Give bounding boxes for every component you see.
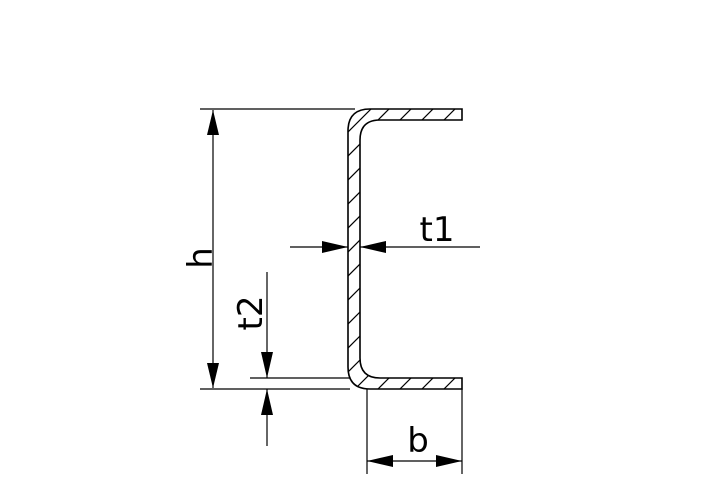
label-h: h (181, 247, 221, 269)
dimension-t2: t2 (231, 272, 350, 446)
channel-section-outline (347, 108, 463, 390)
label-t2: t2 (231, 296, 271, 331)
dimension-h: h (181, 110, 221, 388)
label-b: b (407, 421, 429, 461)
dimension-b: b (366, 389, 463, 474)
dimension-t1: t1 (290, 210, 480, 253)
label-t1: t1 (420, 210, 455, 250)
section-hatching (348, 109, 461, 389)
